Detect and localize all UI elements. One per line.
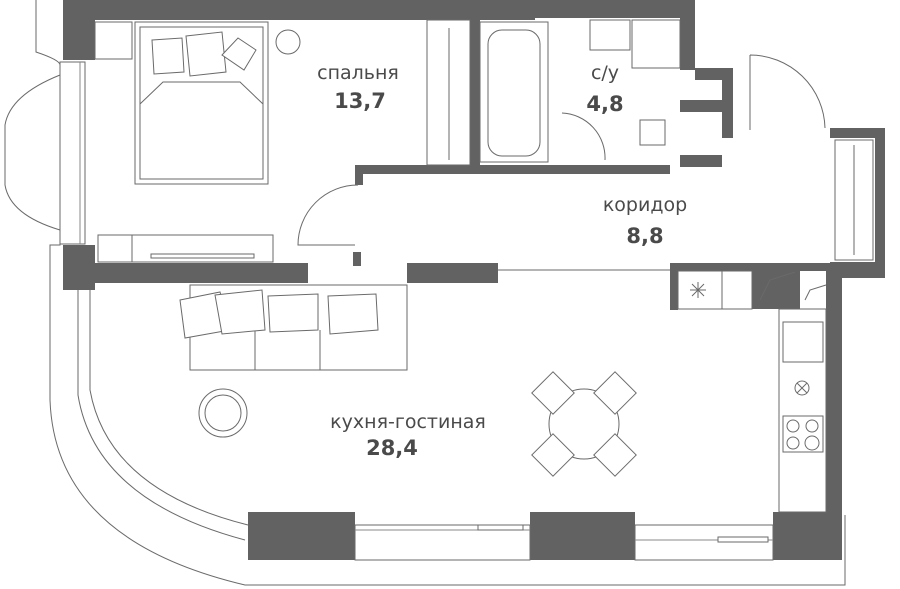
tv-stand [97,234,274,263]
dining-table [531,371,637,477]
room-area-bathroom: 4,8 [586,92,624,116]
doors [297,54,826,246]
kitchen-units [677,270,827,513]
wardrobe-corridor [834,139,874,261]
toilet [639,119,666,146]
bathtub [479,21,549,163]
outer-facade [4,0,846,586]
wardrobe-bedroom [426,19,471,166]
sink [589,19,681,69]
room-name-corridor: коридор [602,194,688,216]
room-name-kitchen-living: кухня-гостиная [330,411,486,433]
plant [275,29,301,55]
bed [134,21,269,185]
nightstand [94,21,133,60]
sofa [179,284,408,371]
room-name-bathroom: с/у [590,62,620,84]
room-area-kitchen-living: 28,4 [366,436,418,460]
room-area-corridor: 8,8 [626,224,664,248]
room-area-bedroom: 13,7 [334,89,386,113]
room-name-bedroom: спальня [317,62,399,84]
windows [59,61,774,561]
walls [63,0,885,560]
round-rug [198,388,248,438]
